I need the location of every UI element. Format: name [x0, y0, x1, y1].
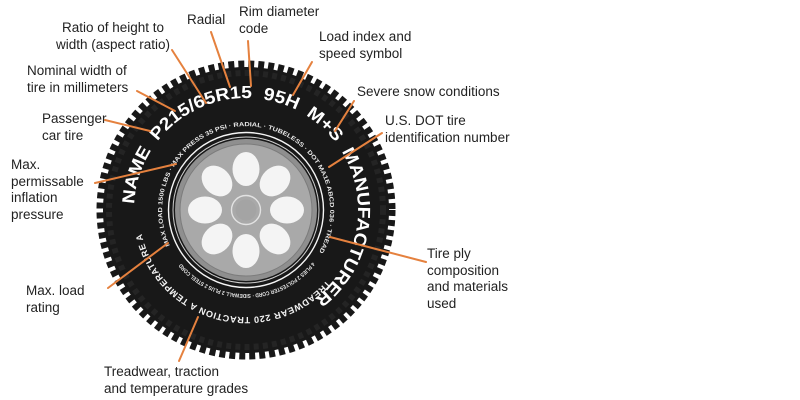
- label-line: inflation: [11, 190, 58, 205]
- label-line: Rim diameter: [239, 4, 320, 19]
- label-treadwear: Treadwear, traction and temperature grad…: [104, 364, 248, 397]
- label-line: used: [427, 295, 457, 311]
- label-line: and materials: [427, 279, 509, 294]
- label-line: Max.: [11, 157, 41, 172]
- rim-flange-outer: [167, 131, 325, 289]
- label-tire-ply: Tire ply composition and materials used: [427, 246, 508, 312]
- label-line: Severe snow conditions: [357, 84, 500, 99]
- label-line: Ratio of height to: [61, 20, 165, 35]
- label-line: Treadwear, traction: [104, 364, 220, 379]
- tread-shoulder-texture: [106, 70, 386, 350]
- rim-flange-inner: [172, 136, 320, 284]
- leader-treadwear: [178, 316, 199, 362]
- label-load-rating: Max. load rating: [26, 283, 85, 316]
- label-line: composition: [427, 262, 500, 278]
- spoke-hole: [259, 165, 291, 197]
- leader-radial: [210, 31, 231, 88]
- label-line: and temperature grades: [104, 380, 249, 396]
- label-line: Load index and: [319, 29, 412, 44]
- label-line: car tire: [42, 127, 84, 143]
- label-aspect-ratio: Ratio of height to width (aspect ratio): [52, 20, 174, 53]
- leader-nominal-width: [136, 90, 176, 112]
- leader-tire-ply: [329, 236, 427, 263]
- leader-aspect-ratio: [171, 49, 207, 104]
- label-dot-id: U.S. DOT tire identification number: [385, 113, 510, 146]
- label-line: identification number: [385, 129, 510, 145]
- spoke-hole: [188, 196, 222, 224]
- spoke-hole: [201, 223, 233, 255]
- label-line: rating: [26, 299, 60, 315]
- label-passenger: Passenger car tire: [42, 111, 107, 144]
- label-line: permissable: [11, 173, 84, 189]
- label-line: Nominal width of: [27, 63, 127, 78]
- leader-rim-diameter: [247, 40, 252, 87]
- tread-serration: [96, 60, 396, 360]
- label-line: Passenger: [42, 111, 107, 126]
- spoke-hole: [232, 234, 260, 268]
- spoke-hole: [232, 152, 260, 186]
- wheel: [167, 131, 325, 289]
- label-line: U.S. DOT tire: [385, 113, 466, 128]
- leader-inflation-pressure: [94, 163, 177, 184]
- spoke-hole: [270, 196, 304, 224]
- label-line: speed symbol: [319, 45, 403, 61]
- label-inflation-pressure: Max. permissable inflation pressure: [11, 157, 84, 223]
- label-line: tire in millimeters: [27, 79, 129, 95]
- label-line: pressure: [11, 206, 64, 222]
- leader-lines: [94, 31, 427, 362]
- label-nominal-width: Nominal width of tire in millimeters: [27, 63, 128, 96]
- leader-load-rating: [107, 242, 169, 289]
- label-line: Max. load: [26, 283, 85, 298]
- label-severe-snow: Severe snow conditions: [357, 84, 500, 101]
- hub-center: [235, 199, 257, 221]
- leader-load-index: [292, 61, 313, 96]
- label-line: Radial: [187, 12, 226, 27]
- leader-passenger: [104, 119, 151, 132]
- label-rim-diameter: Rim diameter code: [239, 4, 319, 37]
- label-line: code: [239, 20, 269, 36]
- label-line: Tire ply: [427, 246, 471, 261]
- label-radial: Radial: [187, 12, 225, 29]
- label-load-index: Load index and speed symbol: [319, 29, 411, 62]
- spoke-hole: [259, 223, 291, 255]
- label-line: width (aspect ratio): [55, 36, 171, 52]
- leader-severe-snow: [334, 100, 355, 132]
- leader-dot-id: [328, 132, 383, 168]
- wheel-spoke-holes: [188, 152, 304, 268]
- spoke-hole: [201, 165, 233, 197]
